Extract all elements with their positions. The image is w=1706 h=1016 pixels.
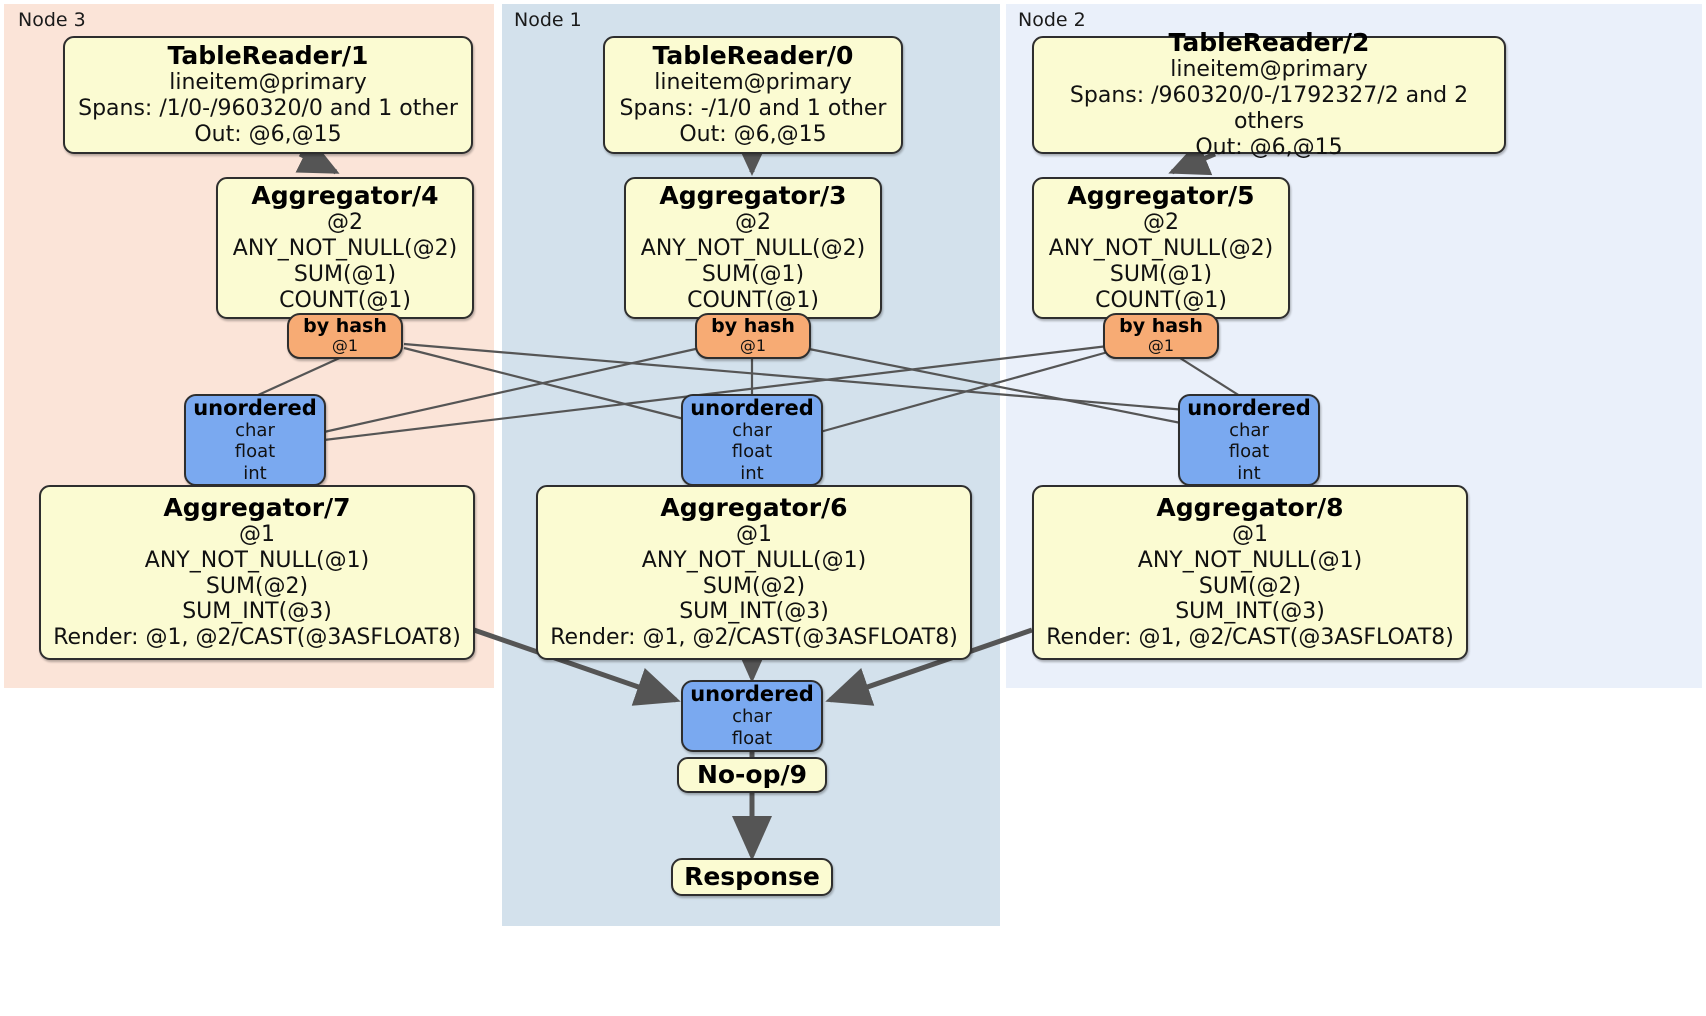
- router-line: int: [243, 462, 267, 484]
- processor-title: TableReader/1: [167, 41, 369, 71]
- processor-line: lineitem@primary: [1170, 57, 1368, 83]
- router-line: @1: [1147, 336, 1175, 356]
- processor-line: SUM(@1): [701, 262, 805, 287]
- router-line: int: [1237, 462, 1261, 484]
- processor-line: Render: @1, @2/CAST(@3ASFLOAT8): [53, 625, 461, 651]
- processor-line: SUM_INT(@3): [182, 599, 332, 625]
- processor-line: ANY_NOT_NULL(@1): [641, 547, 867, 573]
- processor-title: Aggregator/6: [660, 492, 848, 522]
- router-line: float: [731, 728, 773, 750]
- processor-line: @2: [327, 210, 363, 236]
- processor-title: Aggregator/5: [1067, 181, 1255, 211]
- processor-title: Aggregator/4: [251, 181, 439, 211]
- processor-line: @1: [736, 521, 772, 547]
- router-by-hash-4[interactable]: by hash @1: [287, 313, 403, 359]
- processor-table-reader-2[interactable]: TableReader/2 lineitem@primary Spans: /9…: [1032, 29, 1506, 160]
- processor-line: @1: [1232, 521, 1268, 547]
- processor-line: ANY_NOT_NULL(@1): [144, 547, 370, 573]
- router-title: by hash: [303, 315, 387, 338]
- node-panel-label-node2: Node 2: [1018, 9, 1086, 31]
- router-title: by hash: [1119, 315, 1203, 338]
- router-title: unordered: [1187, 395, 1311, 420]
- processor-line: @2: [735, 210, 771, 236]
- processor-aggregator-7[interactable]: Aggregator/7 @1 ANY_NOT_NULL(@1) SUM(@2)…: [39, 485, 475, 660]
- processor-line: Render: @1, @2/CAST(@3ASFLOAT8): [1046, 625, 1454, 651]
- processor-line: lineitem@primary: [654, 70, 852, 96]
- router-line: @1: [739, 336, 767, 356]
- router-line: char: [732, 706, 772, 728]
- processor-line: SUM(@2): [1198, 573, 1302, 599]
- processor-title: Aggregator/3: [659, 181, 847, 211]
- processor-line: Spans: -/1/0 and 1 other: [619, 96, 887, 122]
- processor-line: ANY_NOT_NULL(@1): [1137, 547, 1363, 573]
- processor-title: Response: [684, 862, 820, 891]
- processor-response[interactable]: Response: [671, 858, 833, 896]
- processor-line: SUM(@2): [205, 573, 309, 599]
- processor-title: Aggregator/7: [163, 492, 351, 522]
- processor-line: SUM_INT(@3): [1175, 599, 1325, 625]
- router-line: char: [1229, 419, 1269, 441]
- processor-line: COUNT(@1): [1095, 287, 1227, 313]
- router-unordered-7[interactable]: unordered char float int: [184, 394, 326, 486]
- processor-line: SUM(@1): [293, 262, 397, 287]
- processor-line: ANY_NOT_NULL(@2): [640, 236, 866, 262]
- router-line: @1: [331, 336, 359, 356]
- processor-line: ANY_NOT_NULL(@2): [232, 236, 458, 262]
- router-title: unordered: [193, 395, 317, 420]
- router-unordered-8[interactable]: unordered char float int: [1178, 394, 1320, 486]
- node-panel-label-node1: Node 1: [514, 9, 582, 31]
- router-line: float: [234, 441, 276, 463]
- processor-line: Spans: /960320/0-/1792327/2 and 2 others: [1069, 83, 1469, 134]
- processor-line: ANY_NOT_NULL(@2): [1048, 236, 1274, 262]
- router-title: unordered: [690, 395, 814, 420]
- router-title: by hash: [711, 315, 795, 338]
- processor-line: SUM_INT(@3): [679, 599, 829, 625]
- node-panel-label-node3: Node 3: [18, 9, 86, 31]
- router-line: char: [732, 419, 772, 441]
- processor-aggregator-5[interactable]: Aggregator/5 @2 ANY_NOT_NULL(@2) SUM(@1)…: [1032, 177, 1290, 319]
- processor-title: Aggregator/8: [1156, 492, 1344, 522]
- processor-line: Spans: /1/0-/960320/0 and 1 other: [78, 96, 458, 122]
- processor-line: Out: @6,@15: [194, 121, 342, 147]
- processor-title: No-op/9: [696, 760, 808, 789]
- processor-line: @1: [239, 521, 275, 547]
- router-by-hash-3[interactable]: by hash @1: [695, 313, 811, 359]
- processor-no-op-9[interactable]: No-op/9: [677, 757, 827, 793]
- processor-line: lineitem@primary: [169, 70, 367, 96]
- processor-aggregator-8[interactable]: Aggregator/8 @1 ANY_NOT_NULL(@1) SUM(@2)…: [1032, 485, 1468, 660]
- processor-line: SUM(@1): [1109, 262, 1213, 287]
- router-line: float: [731, 441, 773, 463]
- processor-title: TableReader/0: [652, 41, 854, 71]
- processor-aggregator-4[interactable]: Aggregator/4 @2 ANY_NOT_NULL(@2) SUM(@1)…: [216, 177, 474, 319]
- processor-line: Render: @1, @2/CAST(@3ASFLOAT8): [550, 625, 958, 651]
- processor-line: COUNT(@1): [279, 287, 411, 313]
- processor-line: Out: @6,@15: [679, 121, 827, 147]
- processor-line: @2: [1143, 210, 1179, 236]
- router-unordered-9[interactable]: unordered char float: [681, 680, 823, 752]
- router-unordered-6[interactable]: unordered char float int: [681, 394, 823, 486]
- router-line: int: [740, 462, 764, 484]
- processor-table-reader-1[interactable]: TableReader/1 lineitem@primary Spans: /1…: [63, 36, 473, 154]
- processor-table-reader-0[interactable]: TableReader/0 lineitem@primary Spans: -/…: [603, 36, 903, 154]
- processor-aggregator-6[interactable]: Aggregator/6 @1 ANY_NOT_NULL(@1) SUM(@2)…: [536, 485, 972, 660]
- processor-line: COUNT(@1): [687, 287, 819, 313]
- router-by-hash-5[interactable]: by hash @1: [1103, 313, 1219, 359]
- router-line: float: [1228, 441, 1270, 463]
- router-title: unordered: [690, 682, 814, 707]
- processor-line: SUM(@2): [702, 573, 806, 599]
- router-line: char: [235, 419, 275, 441]
- processor-title: TableReader/2: [1168, 28, 1370, 58]
- processor-line: Out: @6,@15: [1195, 134, 1343, 160]
- processor-aggregator-3[interactable]: Aggregator/3 @2 ANY_NOT_NULL(@2) SUM(@1)…: [624, 177, 882, 319]
